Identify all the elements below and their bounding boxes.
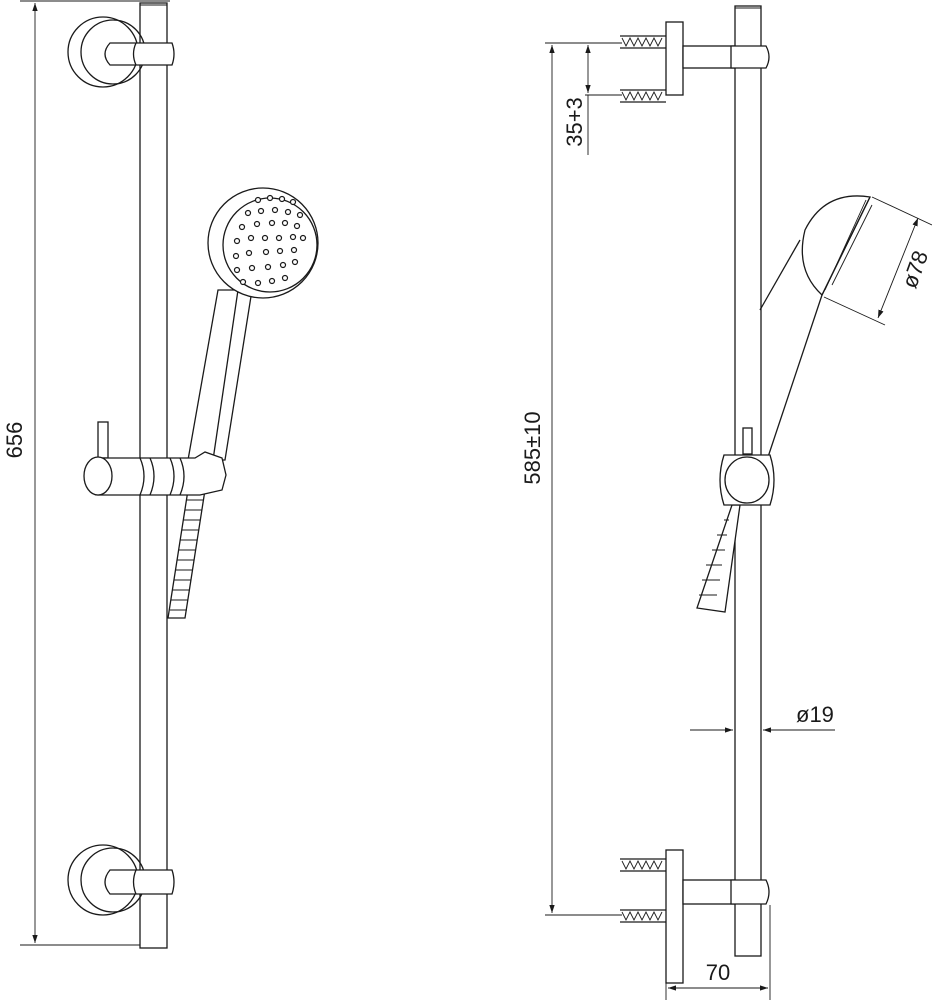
- bottom-bracket: [67, 844, 175, 916]
- height-dimension: 656: [2, 0, 170, 946]
- rail-diameter-label: ø19: [796, 702, 834, 727]
- front-view: 656: [2, 0, 319, 949]
- screw-spacing-dimension: 35+3: [562, 45, 622, 155]
- hose-side: [696, 504, 741, 613]
- rail-diameter-dimension: ø19: [690, 702, 835, 733]
- slider-side: [719, 427, 775, 506]
- bracket-spacing-dimension: 585±10: [520, 42, 622, 916]
- height-label: 656: [2, 422, 27, 459]
- hand-shower: [187, 187, 319, 461]
- projection-dimension: 70: [665, 905, 771, 1000]
- bottom-wall-plate: [620, 849, 770, 984]
- hand-shower-side: ø78: [759, 195, 932, 461]
- screw-spacing-label: 35+3: [562, 97, 587, 147]
- head-diameter-label: ø78: [897, 247, 932, 291]
- top-bracket: [67, 16, 175, 88]
- slider: [83, 421, 227, 496]
- bracket-spacing-label: 585±10: [520, 411, 545, 484]
- top-wall-plate: [620, 21, 770, 103]
- hose: [167, 489, 206, 619]
- projection-label: 70: [706, 960, 730, 985]
- side-view: ø78 585±10 35+3 ø19: [520, 5, 932, 1000]
